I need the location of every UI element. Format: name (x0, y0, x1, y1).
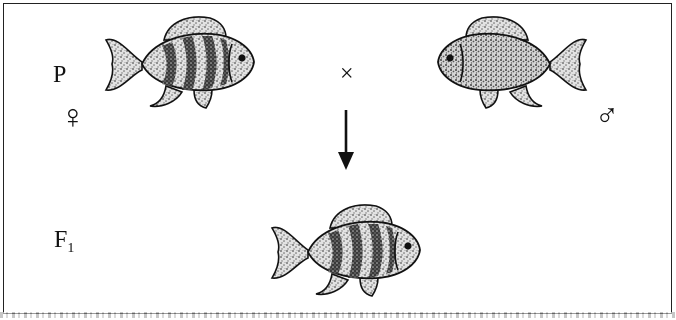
female-fish-body (142, 34, 254, 91)
down-arrow-icon (336, 110, 356, 172)
male-fish-eye (446, 54, 453, 61)
female-parent-fish-icon (102, 14, 262, 110)
female-fish-ventral-fin (150, 86, 182, 106)
scan-noise (0, 312, 676, 318)
parental-label: P (53, 63, 66, 87)
female-symbol: ♀ (60, 101, 86, 135)
f1-subscript: 1 (67, 241, 74, 256)
male-parent-fish-icon (430, 14, 590, 110)
f1-fish-tail (272, 227, 308, 278)
male-fish-tail (550, 39, 586, 90)
cross-symbol: × (340, 62, 354, 86)
female-fish-tail (106, 39, 142, 90)
male-fish-ventral-fin (510, 86, 542, 106)
female-fish-eye (238, 54, 245, 61)
male-fish-body (438, 34, 550, 91)
f1-fish-ventral-fin (316, 274, 348, 294)
f1-fish-eye (404, 242, 411, 249)
f1-fish-anal-fin (360, 278, 378, 296)
f1-letter: F (54, 227, 67, 253)
male-fish-anal-fin (480, 90, 498, 108)
f1-label: F1 (54, 228, 74, 256)
female-fish-anal-fin (194, 90, 212, 108)
offspring-fish-icon (268, 202, 428, 298)
male-symbol: ♂ (595, 99, 619, 131)
f1-fish-body (308, 222, 420, 279)
